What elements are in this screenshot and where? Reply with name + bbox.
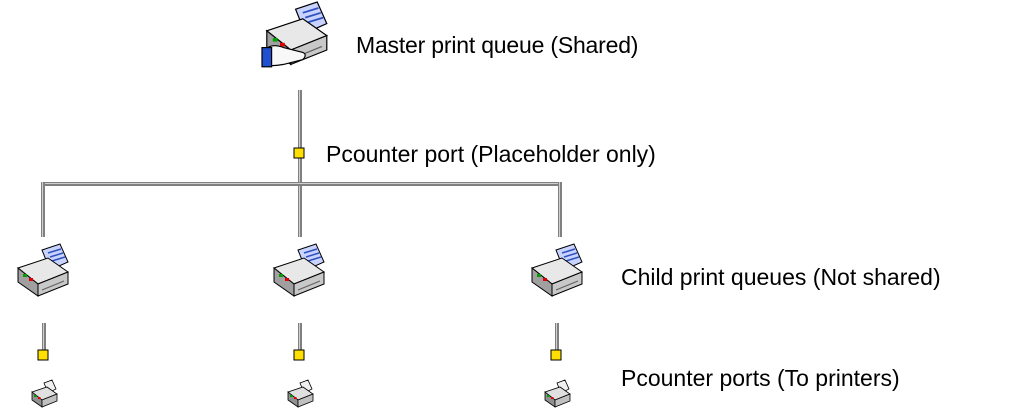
child-queues-label: Child print queues (Not shared) [621, 264, 941, 290]
connector-lines [41, 90, 562, 351]
master-print-queue-icon [261, 1, 328, 68]
placeholder-port-label: Pcounter port (Placeholder only) [326, 141, 656, 167]
child-print-queue-icon-3 [531, 243, 583, 297]
child-print-queue-icon-2 [273, 243, 325, 297]
printer-port-icon-1 [37, 349, 49, 361]
endpoint-printer-icon-1 [31, 379, 58, 408]
placeholder-port-icon [293, 147, 305, 159]
printer-port-icon-2 [293, 349, 305, 361]
endpoint-printer-icon-3 [544, 379, 571, 408]
endpoint-printer-icon-2 [287, 379, 314, 408]
master-queue-label: Master print queue (Shared) [356, 32, 639, 58]
printer-ports-label: Pcounter ports (To printers) [621, 365, 900, 391]
printer-port-icon-3 [550, 349, 562, 361]
child-print-queue-icon-1 [17, 243, 69, 297]
